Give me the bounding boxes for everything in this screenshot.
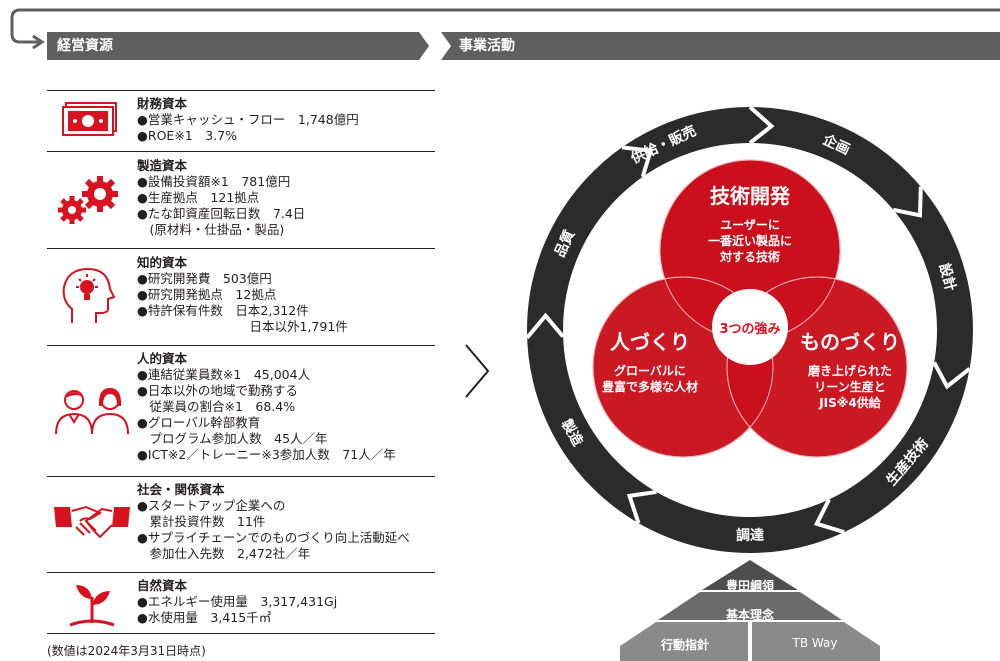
strength-people: 人づくり グローバルに 豊富で多様な人材: [585, 326, 715, 395]
resource-social: 社会・関係資本 ●スタートアップ企業への 累計投資件数 11件 ●サプライチェー…: [47, 477, 435, 573]
foundation-pyramid: [620, 560, 880, 661]
cycle-arrow-separator: [626, 489, 657, 524]
resource-title: 社会・関係資本: [137, 482, 225, 497]
strength-title: 技術開発: [710, 184, 790, 208]
resource-item: ●営業キャッシュ・フロー 1,748億円: [137, 112, 359, 127]
plant-icon: [69, 585, 115, 627]
strength-line: 一番近い製品に: [707, 234, 792, 248]
chevron-right-icon: [465, 344, 490, 398]
cycle-arrow-separator: [813, 498, 845, 535]
resource-item: ●水使用量 3,415千㎥: [137, 610, 272, 625]
cycle-ring: [527, 107, 973, 553]
cycle-arrow-separator: [748, 105, 775, 145]
resource-item: ●ROE※1 3.7%: [137, 128, 238, 143]
pyramid-bottom-right-label: TB Way: [792, 636, 838, 650]
resource-item: 累計投資件数 11件: [137, 514, 266, 529]
resource-title: 財務資本: [137, 96, 188, 111]
strength-title: 人づくり: [610, 330, 690, 354]
resource-item: ●生産拠点 121拠点: [137, 190, 260, 205]
resource-item: ●エネルギー使用量 3,317,431Gj: [137, 594, 338, 609]
resource-list: 財務資本 ●営業キャッシュ・フロー 1,748億円 ●ROE※1 3.7%: [47, 90, 435, 634]
resource-item: ●日本以外の地域で勤務する: [137, 383, 298, 398]
resource-item: ●グローバル幹部教育: [137, 415, 261, 430]
cycle-arrow-separator: [621, 145, 654, 178]
strength-tech: 技術開発 ユーザーに 一番近い製品に 対する技術: [660, 180, 840, 265]
resource-item: ●設備投資額※1 781億円: [137, 174, 291, 189]
head-lightbulb-icon: [62, 267, 116, 323]
connector-line: [10, 8, 1000, 50]
resource-item: ●連結従業員数※1 45,004人: [137, 367, 311, 382]
cycle-label: 調達: [736, 527, 764, 544]
resource-item: 日本以外1,791件: [137, 319, 348, 334]
resource-item: プログラム参加人数 45人／年: [137, 431, 328, 446]
resource-item: ●研究開発拠点 12拠点: [137, 287, 277, 302]
resource-intellectual: 知的資本 ●研究開発費 503億円 ●研究開発拠点 12拠点 ●特許保有件数 日…: [47, 249, 435, 346]
strength-line: JIS※4供給: [819, 396, 881, 410]
pyramid-middle-label: 基本理念: [725, 608, 774, 622]
cycle-arrow-separator: [932, 361, 971, 390]
resource-title: 知的資本: [137, 255, 188, 270]
cycle-arrow-separator: [892, 186, 923, 218]
section-header-resources: 経営資源: [47, 32, 429, 60]
resource-title: 人的資本: [137, 351, 188, 366]
cycle-label: 設計: [936, 261, 960, 292]
resource-natural: 自然資本 ●エネルギー使用量 3,317,431Gj ●水使用量 3,415千㎥: [47, 573, 435, 634]
resource-item: ●スタートアップ企業への: [137, 498, 286, 513]
resource-item: 参加仕入先数 2,472社／年: [137, 546, 311, 561]
footnote: (数値は2024年3月31日時点): [47, 644, 206, 658]
strength-line: リーン生産と: [814, 380, 886, 394]
strength-line: グローバルに: [614, 364, 686, 378]
handshake-icon: [54, 505, 130, 539]
business-cycle-diagram: 供給・販売企画設計生産技術調達製造品質: [525, 105, 973, 553]
gears-icon: [58, 176, 118, 224]
resource-item: ●たな卸資産回転日数 7.4日: [137, 206, 306, 221]
pyramid-bottom-left-label: 行動指針: [660, 638, 709, 652]
resource-manufactured: 製造資本 ●設備投資額※1 781億円 ●生産拠点 121拠点 ●たな卸資産回転…: [47, 152, 435, 249]
resource-financial: 財務資本 ●営業キャッシュ・フロー 1,748億円 ●ROE※1 3.7%: [47, 91, 435, 152]
strength-monozukuri: ものづくり 磨き上げられた リーン生産と JIS※4供給: [780, 326, 920, 411]
people-icon: [55, 388, 129, 435]
resource-title: 製造資本: [137, 158, 188, 173]
strength-line: ユーザーに: [720, 218, 780, 232]
strengths-center-label: 3つの強み: [719, 322, 781, 337]
resource-title: 自然資本: [137, 578, 188, 593]
resource-item: 従業員の割合※1 68.4%: [137, 399, 296, 414]
pyramid-top-label: 豊田綱領: [725, 579, 774, 593]
banknote-icon: [62, 102, 117, 136]
strength-line: 豊富で多様な人材: [601, 380, 698, 394]
resource-item: ●特許保有件数 日本2,312件: [137, 303, 309, 318]
resource-item: ●ICT※2／トレーニー※3参加人数 71人／年: [137, 447, 396, 462]
strength-line: 磨き上げられた: [807, 364, 892, 378]
resource-item: (原材料・仕掛品・製品): [137, 222, 285, 237]
strength-title: ものづくり: [800, 330, 900, 354]
resource-item: ●サプライチェーンでのものづくり向上活動延べ: [137, 530, 410, 545]
strength-venn: [592, 159, 908, 458]
cycle-arrow-separator: [525, 312, 565, 340]
strength-line: 対する技術: [719, 250, 780, 264]
resource-item: ●研究開発費 503億円: [137, 271, 272, 286]
section-header-activities: 事業活動: [441, 32, 1000, 60]
resource-human: 人的資本 ●連結従業員数※1 45,004人 ●日本以外の地域で勤務する 従業員…: [47, 346, 435, 477]
